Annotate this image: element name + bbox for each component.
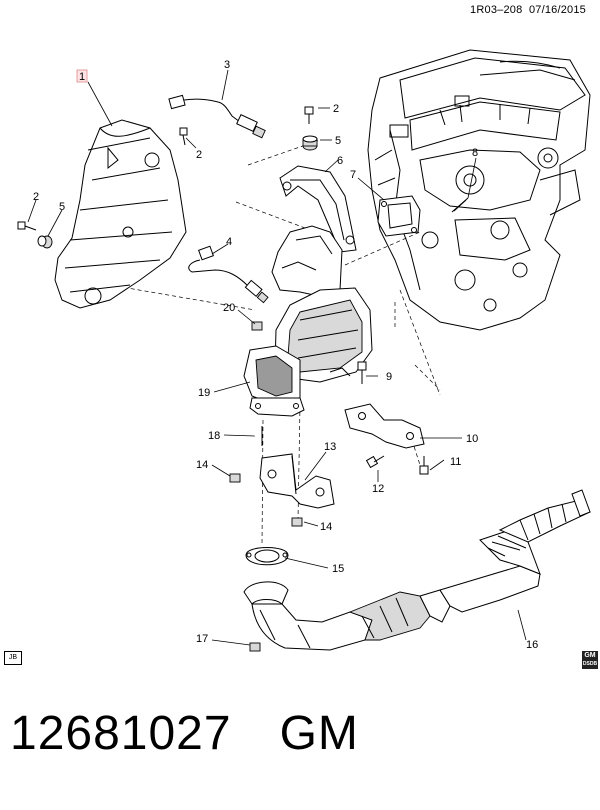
jb-badge: JB bbox=[4, 651, 22, 665]
upstream-oxygen-sensor bbox=[168, 94, 266, 139]
brand-name: GM bbox=[279, 707, 359, 760]
diagram-ref-code: 1R03–208 bbox=[470, 4, 523, 16]
callout-8: 8 bbox=[472, 147, 478, 159]
bolt-icon bbox=[179, 127, 188, 146]
callout-12: 12 bbox=[372, 483, 384, 495]
callout-14: 14 bbox=[196, 459, 208, 471]
diagram-date: 07/16/2015 bbox=[528, 4, 586, 16]
callout-6: 6 bbox=[337, 155, 343, 167]
diagram-reference: 1R03–208 07/16/2015 bbox=[470, 4, 586, 16]
nut-icon bbox=[251, 321, 263, 331]
part-number: 12681027 bbox=[10, 707, 232, 760]
callout-16: 16 bbox=[526, 639, 538, 651]
callout-9: 9 bbox=[386, 371, 392, 383]
callout-11: 11 bbox=[450, 456, 461, 468]
callout-5: 5 bbox=[59, 201, 65, 213]
callout-7: 7 bbox=[350, 169, 356, 181]
fasteners bbox=[17, 106, 429, 652]
callout-2: 2 bbox=[196, 149, 202, 161]
bolt-icon bbox=[365, 455, 385, 469]
callout-4: 4 bbox=[226, 236, 232, 248]
bolt-icon bbox=[419, 456, 429, 475]
gm-logo: GM DSDB bbox=[582, 651, 598, 669]
callout-19: 19 bbox=[198, 387, 210, 399]
converter-support-bracket bbox=[259, 453, 335, 509]
spacer-icon bbox=[302, 135, 318, 151]
callout-15: 15 bbox=[332, 563, 344, 575]
flange-gasket bbox=[245, 547, 289, 566]
gm-logo-top: GM bbox=[584, 652, 596, 659]
gm-logo-bottom: DSDB bbox=[582, 661, 598, 667]
manifold-gasket bbox=[377, 195, 421, 237]
exhaust-front-pipe bbox=[243, 489, 591, 651]
part-number-footer: 12681027 GM bbox=[10, 706, 359, 761]
callout-2: 2 bbox=[33, 191, 39, 203]
nut-icon bbox=[249, 642, 261, 652]
downstream-oxygen-sensor bbox=[188, 245, 269, 304]
callout-1: 1 bbox=[79, 71, 85, 83]
manifold-stud bbox=[451, 197, 469, 213]
callout-17: 17 bbox=[196, 633, 208, 645]
transmission-bracket bbox=[344, 403, 425, 449]
callout-14: 14 bbox=[320, 521, 332, 533]
callout-13: 13 bbox=[324, 441, 336, 453]
nut-icon bbox=[229, 473, 241, 483]
bolt-icon bbox=[17, 221, 37, 231]
spacer-icon bbox=[37, 235, 53, 249]
nut-icon bbox=[291, 517, 303, 527]
bolt-icon bbox=[357, 361, 367, 384]
catalytic-converter-upper-shield bbox=[279, 165, 357, 253]
callout-18: 18 bbox=[208, 430, 220, 442]
callout-3: 3 bbox=[224, 59, 230, 71]
bolt-icon bbox=[304, 106, 314, 124]
callout-numbers: 1 3 2 2 5 6 7 8 2 5 4 20 9 19 18 13 10 1… bbox=[33, 59, 538, 651]
exhaust-manifold-heat-shield bbox=[54, 119, 187, 309]
catalytic-converter bbox=[243, 225, 373, 417]
callout-5: 5 bbox=[335, 135, 341, 147]
callout-20: 20 bbox=[223, 302, 235, 314]
callout-10: 10 bbox=[466, 433, 478, 445]
callout-leader-lines bbox=[27, 69, 527, 646]
engine-block bbox=[367, 49, 591, 331]
callout-2: 2 bbox=[333, 103, 339, 115]
